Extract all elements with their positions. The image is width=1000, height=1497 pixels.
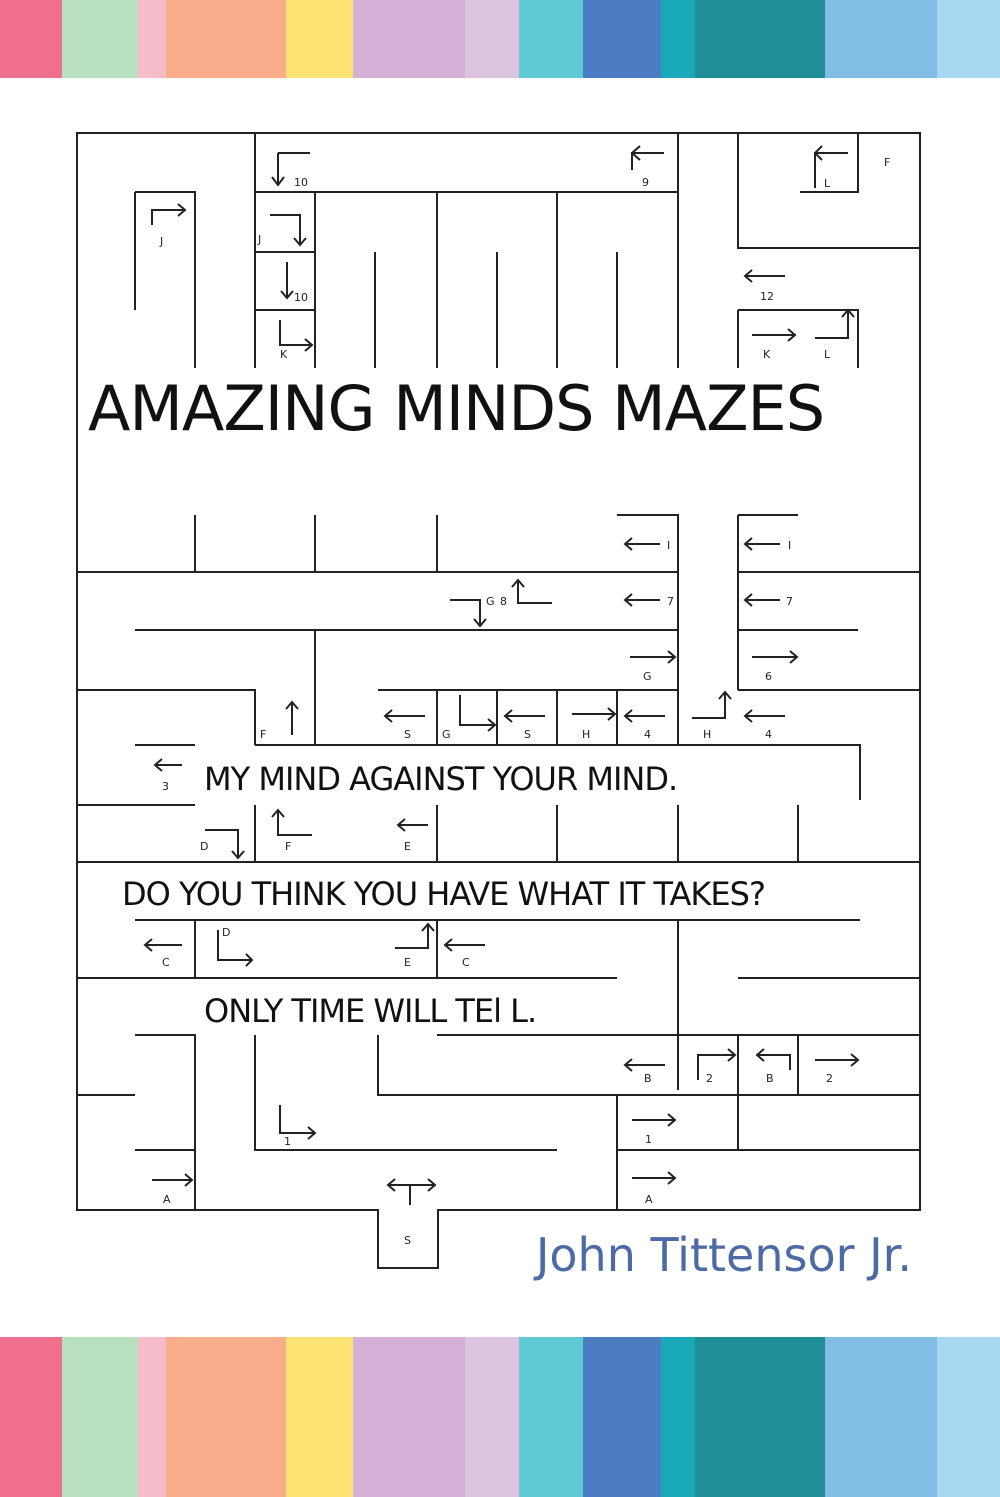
maze-label: H bbox=[703, 728, 711, 741]
maze-label: E bbox=[404, 956, 411, 969]
maze-label: S bbox=[404, 728, 411, 741]
maze-label: G bbox=[643, 670, 652, 683]
maze-label: I bbox=[788, 539, 791, 552]
color-stripe bbox=[937, 1337, 1000, 1497]
maze-label: K bbox=[280, 348, 288, 361]
color-stripe bbox=[825, 0, 937, 78]
bottom-color-stripes bbox=[0, 1337, 1000, 1497]
color-stripe bbox=[353, 1337, 465, 1497]
tagline-2: DO YOU THINK YOU HAVE WHAT IT TAKES? bbox=[118, 875, 769, 913]
color-stripe bbox=[465, 0, 519, 78]
color-stripe bbox=[583, 0, 661, 78]
color-stripe bbox=[166, 0, 286, 78]
color-stripe bbox=[0, 0, 62, 78]
maze-label: D bbox=[222, 926, 230, 939]
maze-label: L bbox=[824, 177, 831, 190]
maze-label: 4 bbox=[644, 728, 651, 741]
maze-label: F bbox=[285, 840, 291, 853]
maze-label: 9 bbox=[642, 176, 649, 189]
color-stripe bbox=[0, 1337, 62, 1497]
maze-label: F bbox=[260, 728, 266, 741]
maze-label: L bbox=[824, 348, 831, 361]
color-stripe bbox=[166, 1337, 286, 1497]
color-stripe bbox=[62, 0, 138, 78]
color-stripe bbox=[937, 0, 1000, 78]
color-stripe bbox=[661, 0, 695, 78]
top-color-stripes bbox=[0, 0, 1000, 78]
maze-label: 3 bbox=[162, 780, 169, 793]
maze-label: C bbox=[162, 956, 170, 969]
maze-label: H bbox=[582, 728, 590, 741]
maze-label: 1 bbox=[645, 1133, 652, 1146]
color-stripe bbox=[825, 1337, 937, 1497]
color-stripe bbox=[519, 1337, 583, 1497]
maze-label: B bbox=[766, 1072, 774, 1085]
color-stripe bbox=[286, 1337, 353, 1497]
maze-label: G bbox=[442, 728, 451, 741]
color-stripe bbox=[138, 0, 166, 78]
maze-letter-labels: 10 9 F J J 10 12 K K L L I I G 8 7 7 G 6… bbox=[159, 156, 890, 1247]
color-stripe bbox=[695, 0, 825, 78]
color-stripe bbox=[583, 1337, 661, 1497]
maze-label: 12 bbox=[760, 290, 774, 303]
maze-label: 2 bbox=[706, 1072, 713, 1085]
maze-label: B bbox=[644, 1072, 652, 1085]
tagline-1: MY MIND AGAINST YOUR MIND. bbox=[200, 760, 682, 798]
maze-label: 7 bbox=[786, 595, 793, 608]
maze-label: 6 bbox=[765, 670, 772, 683]
maze-label: K bbox=[763, 348, 771, 361]
maze-label: 7 bbox=[667, 595, 674, 608]
maze-label: J bbox=[159, 235, 163, 248]
color-stripe bbox=[62, 1337, 138, 1497]
maze-label: A bbox=[163, 1193, 171, 1206]
maze-label: F bbox=[884, 156, 890, 169]
maze-label: C bbox=[462, 956, 470, 969]
color-stripe bbox=[286, 0, 353, 78]
color-stripe bbox=[661, 1337, 695, 1497]
color-stripe bbox=[519, 0, 583, 78]
maze-label: I bbox=[667, 539, 670, 552]
book-title: AMAZING MINDS MAZES bbox=[88, 372, 825, 445]
tagline-3: ONLY TIME WILL TEl L. bbox=[200, 992, 541, 1030]
color-stripe bbox=[138, 1337, 166, 1497]
maze-label: G bbox=[486, 595, 495, 608]
color-stripe bbox=[353, 0, 465, 78]
maze-label: S bbox=[524, 728, 531, 741]
maze-label: 4 bbox=[765, 728, 772, 741]
maze-label: E bbox=[404, 840, 411, 853]
maze-label: 10 bbox=[294, 176, 308, 189]
maze-label: S bbox=[404, 1234, 411, 1247]
maze-label: 1 bbox=[284, 1135, 291, 1148]
maze-label: 10 bbox=[294, 291, 308, 304]
maze-label: J bbox=[257, 233, 261, 246]
color-stripe bbox=[695, 1337, 825, 1497]
author-name: John Tittensor Jr. bbox=[535, 1228, 912, 1282]
color-stripe bbox=[465, 1337, 519, 1497]
maze-label: D bbox=[200, 840, 208, 853]
maze-label: 2 bbox=[826, 1072, 833, 1085]
maze-label: A bbox=[645, 1193, 653, 1206]
maze-label: 8 bbox=[500, 595, 507, 608]
